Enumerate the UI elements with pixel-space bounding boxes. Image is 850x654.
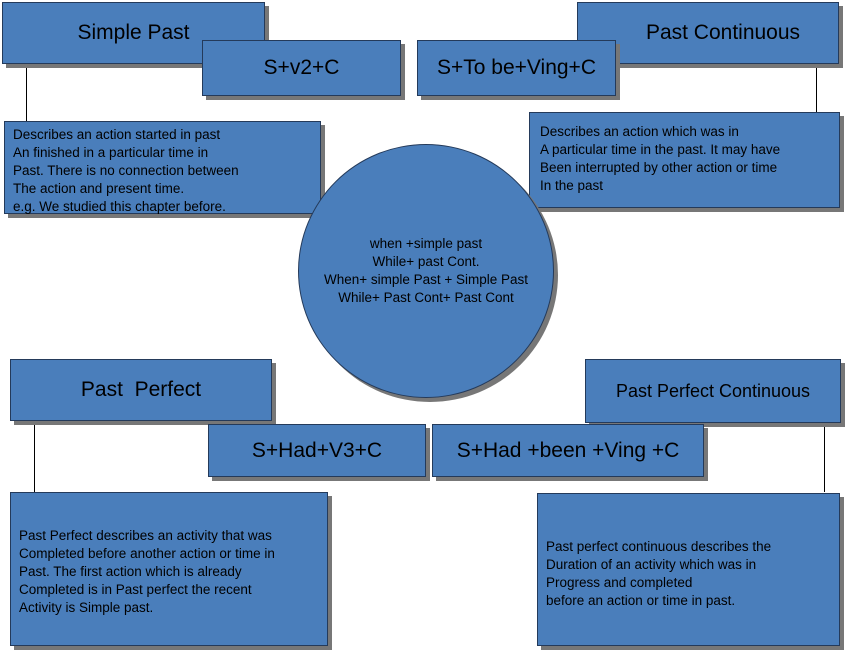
past-perfect-title: Past Perfect	[10, 359, 272, 421]
past-perfect-continuous-formula: S+Had +been +Ving +C	[432, 424, 704, 477]
past-perfect-description: Past Perfect describes an activity that …	[10, 492, 328, 646]
simple-past-formula: S+v2+C	[202, 40, 401, 96]
past-continuous-title: Past Continuous	[577, 2, 839, 64]
past-continuous-formula: S+To be+Ving+C	[417, 40, 616, 96]
connector-past-continuous	[816, 64, 817, 112]
simple-past-title: Simple Past	[2, 2, 265, 64]
simple-past-description: Describes an action started in past An f…	[4, 121, 321, 214]
connector-past-perfect-continuous	[824, 424, 825, 492]
past-perfect-formula: S+Had+V3+C	[208, 424, 426, 477]
past-continuous-description: Describes an action which was in A parti…	[529, 112, 840, 208]
center-circle: when +simple past While+ past Cont. When…	[298, 144, 554, 398]
connector-simple-past	[26, 64, 27, 122]
connector-past-perfect	[34, 420, 35, 492]
past-perfect-continuous-description: Past perfect continuous describes the Du…	[537, 493, 840, 646]
past-perfect-continuous-title: Past Perfect Continuous	[585, 359, 841, 423]
